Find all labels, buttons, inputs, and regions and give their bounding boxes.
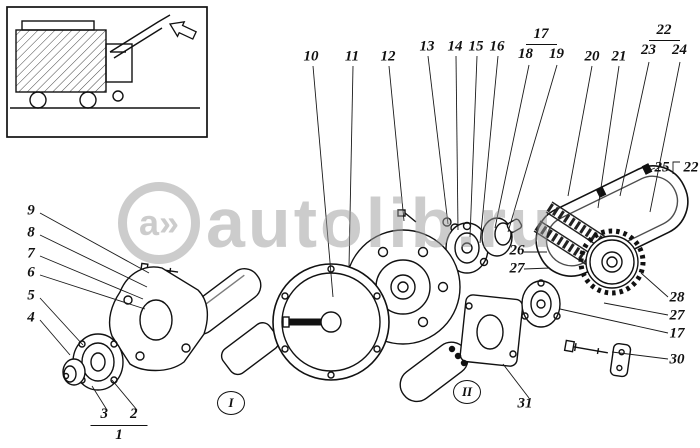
callout-16: 16 [489, 38, 505, 55]
callout-17: 17 [525, 26, 557, 45]
callout-22: 22 [648, 22, 680, 41]
callout-group-3-2-1: 3 2 1 [90, 406, 148, 444]
callout-14: 14 [447, 38, 463, 55]
callout-5: 5 [27, 287, 35, 304]
callout-30: 30 [669, 351, 685, 368]
callout-23: 23 [641, 42, 656, 58]
direction-arrow-icon [168, 20, 198, 40]
callout-19: 19 [549, 46, 564, 62]
callout-2: 2 [130, 406, 138, 422]
view-label-2: II [453, 380, 481, 404]
callout-24: 24 [672, 42, 687, 58]
callout-20: 20 [584, 48, 600, 65]
callout-1: 1 [115, 427, 123, 443]
callout-25: 25 [654, 159, 670, 176]
assembly-1-drawing [62, 262, 280, 391]
assembly-2-drawing [272, 163, 689, 403]
callout-8: 8 [27, 224, 35, 241]
callout-15: 15 [468, 38, 484, 55]
callout-28: 28 [669, 289, 685, 306]
callout-11: 11 [344, 48, 360, 65]
callout-4: 4 [27, 309, 35, 326]
callout-12: 12 [380, 48, 396, 65]
callout-6: 6 [27, 264, 35, 281]
callout-group-22-23-24: 22 23 24 [641, 22, 687, 59]
callout-21: 21 [611, 48, 627, 65]
callout-22-b: 22 [683, 159, 699, 176]
callout-31: 31 [517, 395, 533, 412]
callout-18: 18 [518, 46, 533, 62]
callout-27-b: 27 [669, 307, 685, 324]
callout-group-17-18-19: 17 18 19 [518, 26, 564, 63]
callout-3: 3 [100, 406, 109, 422]
callout-10: 10 [303, 48, 319, 65]
view-label-1: I [217, 391, 245, 415]
callout-27: 27 [509, 260, 525, 277]
inset-machine [6, 6, 208, 138]
callout-17-b: 17 [669, 325, 685, 342]
leader-lines [39, 55, 681, 411]
callout-26: 26 [509, 242, 525, 259]
callout-7: 7 [27, 245, 35, 262]
callout-9: 9 [27, 202, 35, 219]
callout-13: 13 [419, 38, 435, 55]
